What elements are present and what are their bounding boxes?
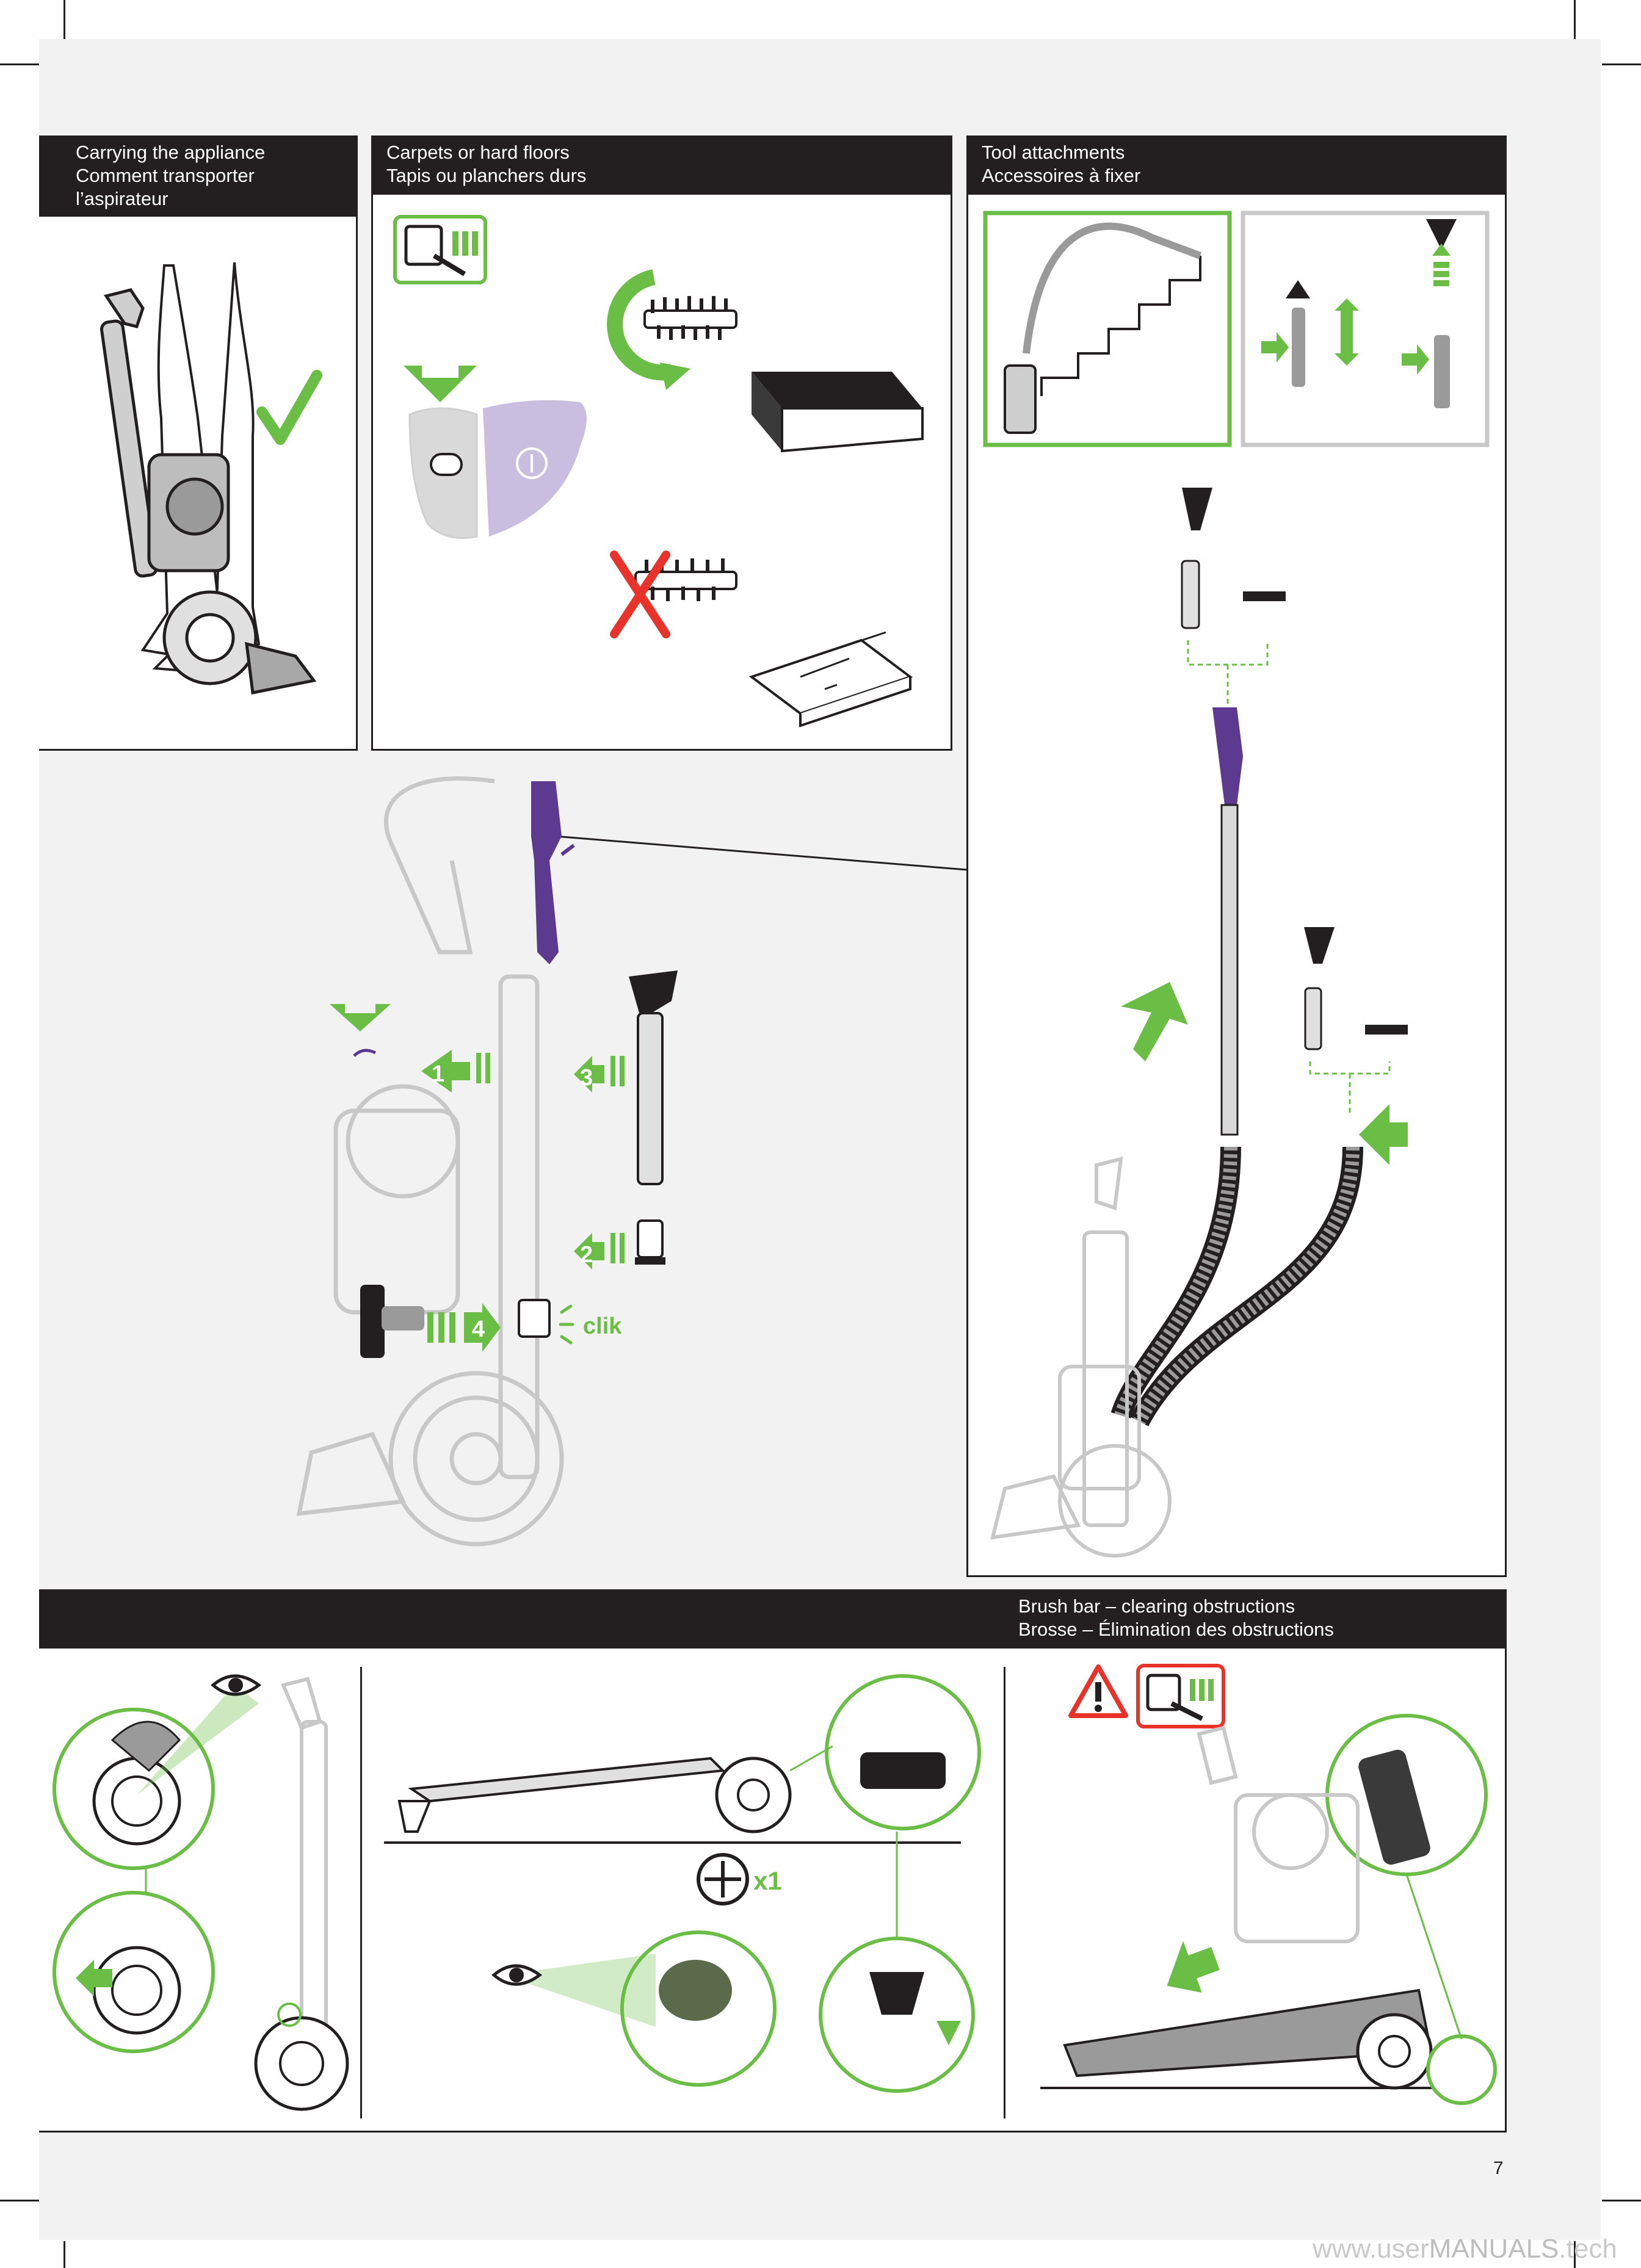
floors-header: Carpets or hard floors Tapis ou plancher… <box>373 137 951 195</box>
carrying-title-en: Carrying the appliance <box>76 142 266 163</box>
checkmark-icon <box>256 370 322 445</box>
eye-icon <box>211 1674 262 1696</box>
warning-icon <box>1068 1664 1128 1718</box>
crop-mark <box>1602 2200 1641 2201</box>
clik-label: clik <box>583 1313 622 1339</box>
tools-title-fr: Accessoires à fixer <box>982 165 1141 186</box>
unplug-icon <box>393 215 487 284</box>
divider <box>360 1667 362 2118</box>
unplug-icon <box>1136 1664 1225 1728</box>
eye-icon <box>491 1964 543 1986</box>
assembly-illustration: 1 2 3 4 clik <box>296 776 678 1547</box>
watermark-brand: MANUALS <box>1429 2234 1559 2264</box>
step-3: 3 <box>580 1065 593 1091</box>
crop-mark <box>1574 2241 1576 2268</box>
brushbar-title-en: Brush bar – clearing obstructions <box>1018 1595 1295 1617</box>
crop-mark <box>1574 0 1576 39</box>
cross-icon <box>610 551 670 638</box>
carrying-panel: Carrying the appliance Comment transport… <box>39 135 358 751</box>
divider <box>1004 1667 1005 2118</box>
brushbar-title-fr: Brosse – Élimination des obstructions <box>1018 1619 1334 1640</box>
watermark-suffix: .tech <box>1559 2234 1617 2264</box>
carrying-illustration <box>100 262 322 695</box>
brushbar-illustration: x1 <box>53 1664 1497 2111</box>
step-1: 1 <box>432 1061 444 1087</box>
brushbar-header: Brush bar – clearing obstructions Brosse… <box>39 1591 1505 1649</box>
x1-label: x1 <box>753 1866 782 1895</box>
page-number: 7 <box>1493 2158 1504 2178</box>
crop-mark <box>63 0 65 39</box>
crop-mark <box>1602 63 1641 65</box>
watermark-prefix: www.user <box>1313 2234 1429 2264</box>
tools-header: Tool attachments Accessoires à fixer <box>968 137 1505 195</box>
floors-panel: Carpets or hard floors Tapis ou plancher… <box>371 135 952 751</box>
crop-mark <box>0 2200 39 2201</box>
watermark: www.userMANUALS.tech <box>1313 2234 1617 2264</box>
carrying-title-fr: Comment transporter <box>76 165 255 186</box>
crop-mark <box>0 63 39 65</box>
plus-circle-icon <box>697 1853 749 1905</box>
brushbar-panel: Brush bar – clearing obstructions Brosse… <box>39 1589 1507 2133</box>
carrying-title-fr-2: l’aspirateur <box>76 188 168 209</box>
arrow-icon <box>404 366 477 402</box>
floors-illustration <box>393 215 924 728</box>
crop-mark <box>63 2241 65 2268</box>
step-4: 4 <box>472 1316 485 1342</box>
carrying-header: Carrying the appliance Comment transport… <box>39 137 356 217</box>
step-2: 2 <box>580 1242 593 1268</box>
floors-title-fr: Tapis ou planchers durs <box>386 165 587 186</box>
floors-title-en: Carpets or hard floors <box>386 142 570 163</box>
rotate-arrow-icon <box>607 269 674 381</box>
tools-illustration <box>983 211 1490 1558</box>
tools-title-en: Tool attachments <box>982 142 1125 163</box>
tools-panel: Tool attachments Accessoires à fixer <box>966 135 1507 1577</box>
